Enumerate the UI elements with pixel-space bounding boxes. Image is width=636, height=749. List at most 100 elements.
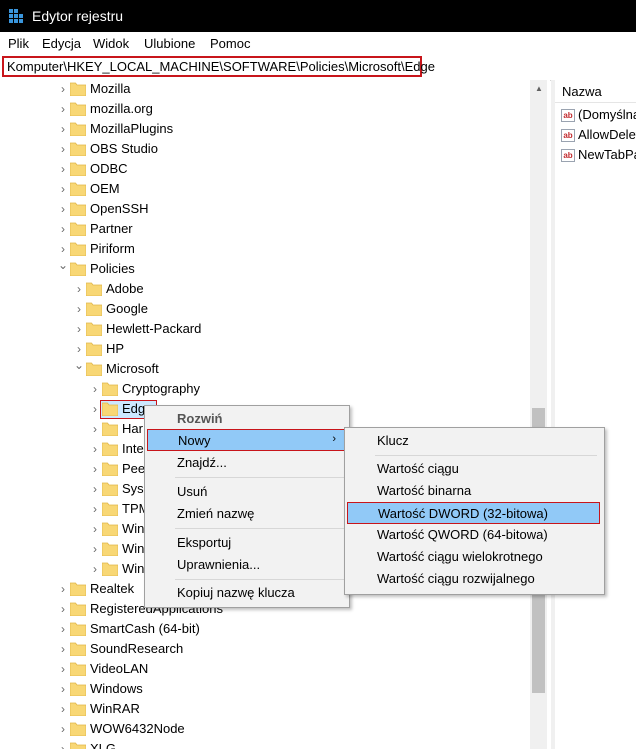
tree-item[interactable]: ›Partner bbox=[58, 220, 318, 240]
menu-ulubione[interactable]: Ulubione bbox=[144, 36, 196, 51]
chevron-right-icon[interactable]: › bbox=[61, 222, 65, 236]
menu-item-find[interactable]: Znajdź... bbox=[147, 452, 347, 474]
tree-item[interactable]: ›WOW6432Node bbox=[58, 720, 318, 740]
chevron-right-icon[interactable]: › bbox=[61, 102, 65, 116]
chevron-right-icon[interactable]: › bbox=[61, 642, 65, 656]
chevron-down-icon[interactable]: ⌄ bbox=[58, 258, 69, 272]
menu-item-copy-key-name[interactable]: Kopiuj nazwę klucza bbox=[147, 582, 347, 604]
chevron-right-icon[interactable]: › bbox=[93, 542, 97, 556]
value-row[interactable]: ab AllowDelet bbox=[561, 126, 636, 146]
menu-plik[interactable]: Plik bbox=[8, 36, 29, 51]
chevron-right-icon[interactable]: › bbox=[93, 522, 97, 536]
tree-item[interactable]: ›Win bbox=[90, 560, 350, 580]
menu-item-export[interactable]: Eksportuj bbox=[147, 532, 347, 554]
menu-pomoc[interactable]: Pomoc bbox=[210, 36, 251, 51]
chevron-right-icon[interactable]: › bbox=[61, 742, 65, 749]
chevron-right-icon[interactable]: › bbox=[61, 582, 65, 596]
chevron-right-icon[interactable]: › bbox=[77, 322, 81, 336]
submenu-item-dword-value[interactable]: Wartość DWORD (32-bitowa) bbox=[347, 502, 600, 524]
tree-item[interactable]: ›Har bbox=[90, 420, 350, 440]
chevron-right-icon[interactable]: › bbox=[93, 462, 97, 476]
tree-item[interactable]: ›MozillaPlugins bbox=[58, 120, 318, 140]
tree-item[interactable]: ›Windows bbox=[58, 680, 318, 700]
chevron-right-icon[interactable]: › bbox=[61, 122, 65, 136]
tree-item[interactable]: ›ODBC bbox=[58, 160, 318, 180]
chevron-right-icon[interactable]: › bbox=[61, 202, 65, 216]
tree-item[interactable]: ›Win bbox=[90, 540, 350, 560]
tree-item[interactable]: ›Cryptography bbox=[90, 380, 350, 400]
submenu-item-string-value[interactable]: Wartość ciągu bbox=[347, 458, 602, 480]
tree-item[interactable]: ›Piriform bbox=[58, 240, 318, 260]
submenu-item-multi-string-value[interactable]: Wartość ciągu wielokrotnego bbox=[347, 546, 602, 568]
tree-item[interactable]: ›OBS Studio bbox=[58, 140, 318, 160]
column-header-name[interactable]: Nazwa bbox=[555, 80, 636, 103]
tree-item[interactable]: › Realtek bbox=[58, 580, 318, 600]
chevron-right-icon[interactable]: › bbox=[61, 702, 65, 716]
tree-item[interactable]: ›OpenSSH bbox=[58, 200, 318, 220]
chevron-right-icon[interactable]: › bbox=[61, 662, 65, 676]
tree-item[interactable]: ›Inte bbox=[90, 440, 350, 460]
chevron-right-icon[interactable]: › bbox=[61, 182, 65, 196]
tree-item[interactable]: › WinRAR bbox=[58, 700, 318, 720]
chevron-down-icon[interactable]: ⌄ bbox=[74, 358, 85, 372]
tree-item[interactable]: ›Edg bbox=[90, 400, 350, 420]
tree-item[interactable]: ›SoundResearch bbox=[58, 640, 318, 660]
tree-item[interactable]: ›HP bbox=[74, 340, 334, 360]
scroll-up-icon[interactable]: ▲ bbox=[535, 84, 543, 93]
tree-item-label: Microsoft bbox=[106, 361, 159, 376]
menu-item-expand[interactable]: Rozwiń bbox=[147, 408, 347, 430]
chevron-right-icon[interactable]: › bbox=[93, 502, 97, 516]
tree-item[interactable]: ⌄Policies bbox=[58, 258, 318, 280]
tree-item[interactable]: › Win bbox=[90, 520, 350, 540]
folder-icon bbox=[70, 662, 86, 676]
chevron-right-icon[interactable]: › bbox=[77, 342, 81, 356]
tree-item-label: WinRAR bbox=[90, 701, 140, 716]
chevron-right-icon[interactable]: › bbox=[93, 422, 97, 436]
menu-item-new[interactable]: Nowy › bbox=[147, 429, 345, 451]
tree-item[interactable]: ›TPM bbox=[90, 500, 350, 520]
address-input[interactable]: Komputer\HKEY_LOCAL_MACHINE\SOFTWARE\Pol… bbox=[2, 56, 435, 77]
menu-item-delete[interactable]: Usuń bbox=[147, 481, 347, 503]
tree-item[interactable]: ›Adobe bbox=[74, 280, 334, 300]
chevron-right-icon[interactable]: › bbox=[93, 482, 97, 496]
submenu-item-expandable-string-value[interactable]: Wartość ciągu rozwijalnego bbox=[347, 568, 602, 590]
menu-item-rename[interactable]: Zmień nazwę bbox=[147, 503, 347, 525]
chevron-right-icon[interactable]: › bbox=[61, 82, 65, 96]
submenu-item-qword-value[interactable]: Wartość QWORD (64-bitowa) bbox=[347, 524, 602, 546]
tree-item[interactable]: ›Sys bbox=[90, 480, 350, 500]
tree-item[interactable]: ›SmartCash (64-bit) bbox=[58, 620, 318, 640]
menu-widok[interactable]: Widok bbox=[93, 36, 130, 51]
submenu-item-key[interactable]: Klucz bbox=[347, 430, 602, 452]
chevron-right-icon[interactable]: › bbox=[61, 142, 65, 156]
tree-item-label: Win bbox=[122, 521, 145, 536]
chevron-right-icon[interactable]: › bbox=[61, 242, 65, 256]
chevron-right-icon[interactable]: › bbox=[61, 682, 65, 696]
tree-item-label: Realtek bbox=[90, 581, 135, 596]
tree-item[interactable]: ›Hewlett-Packard bbox=[74, 320, 334, 340]
chevron-right-icon[interactable]: › bbox=[61, 162, 65, 176]
tree-item[interactable]: ›VideoLAN bbox=[58, 660, 318, 680]
chevron-right-icon[interactable]: › bbox=[61, 722, 65, 736]
value-row[interactable]: ab NewTabPa bbox=[561, 146, 636, 166]
tree-item[interactable]: ›mozilla.org bbox=[58, 100, 318, 120]
tree-item[interactable]: ›XLG bbox=[58, 740, 318, 749]
chevron-right-icon[interactable]: › bbox=[77, 282, 81, 296]
tree-item[interactable]: ›Google bbox=[74, 300, 334, 320]
chevron-right-icon[interactable]: › bbox=[77, 302, 81, 316]
submenu-item-binary-value[interactable]: Wartość binarna bbox=[347, 480, 602, 502]
tree-item[interactable]: ›Mozilla bbox=[58, 80, 318, 100]
chevron-right-icon[interactable]: › bbox=[93, 442, 97, 456]
pane-splitter[interactable] bbox=[551, 80, 555, 749]
menu-item-permissions[interactable]: Uprawnienia... bbox=[147, 554, 347, 576]
chevron-right-icon[interactable]: › bbox=[93, 402, 97, 416]
menu-edycja[interactable]: Edycja bbox=[42, 36, 82, 51]
tree-item[interactable]: ›Pee bbox=[90, 460, 350, 480]
chevron-right-icon[interactable]: › bbox=[93, 382, 97, 396]
chevron-right-icon[interactable]: › bbox=[61, 622, 65, 636]
tree-item[interactable]: ⌄ Microsoft bbox=[74, 358, 334, 380]
chevron-right-icon[interactable]: › bbox=[93, 562, 97, 576]
tree-scrollbar[interactable]: ▲ bbox=[530, 80, 547, 749]
chevron-right-icon[interactable]: › bbox=[61, 602, 65, 616]
tree-item[interactable]: ›OEM bbox=[58, 180, 318, 200]
